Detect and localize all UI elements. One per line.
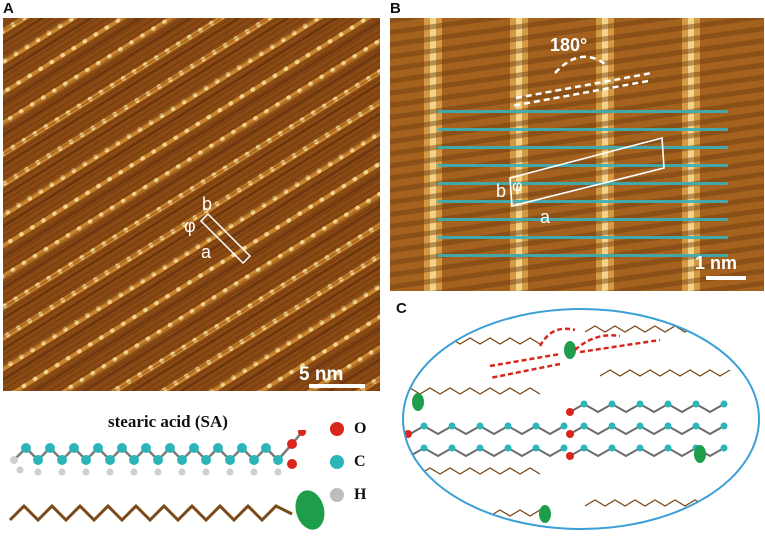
lattice-marker-a: [199, 212, 252, 265]
legend-hydrogen: H: [330, 486, 366, 504]
unit-cell-b: [509, 136, 665, 208]
stm-image-a: b φ a 5 nm: [3, 18, 380, 391]
lattice-label-phi2: φ: [512, 178, 522, 195]
lattice-label-b: b: [202, 194, 212, 214]
scale-bar-b: [706, 276, 746, 280]
scale-bar-label-a: 5 nm: [299, 364, 343, 385]
panel-label-c: C: [396, 300, 407, 317]
lattice-label-phi: φ: [184, 216, 196, 236]
legend-carbon: C: [330, 453, 366, 471]
scale-bar-a: [309, 384, 365, 388]
carbon-icon: [330, 455, 344, 469]
ellipse-frame: [402, 308, 760, 530]
molecule-diagram: [2, 428, 332, 530]
direction-arrows-b: [511, 55, 653, 108]
lattice-label-b2: b: [496, 181, 506, 201]
lattice-label-a: a: [201, 242, 212, 262]
scale-bar-label-b: 1 nm: [695, 253, 737, 273]
lattice-label-a2: a: [540, 207, 551, 227]
rotation-arrows-c: [489, 327, 661, 380]
angle-label: 180°: [550, 35, 587, 55]
model-panel-c: [400, 306, 762, 532]
hydrogen-icon: [330, 488, 344, 502]
molecule-overlay-b: [438, 110, 728, 257]
stm-image-b: 180° b φ a 1 nm: [390, 18, 764, 291]
panel-label-a: A: [3, 0, 14, 17]
panel-label-b: B: [390, 0, 401, 17]
oxygen-icon: [330, 422, 344, 436]
legend-oxygen: O: [330, 420, 366, 438]
molecule-name: stearic acid (SA): [108, 412, 228, 431]
